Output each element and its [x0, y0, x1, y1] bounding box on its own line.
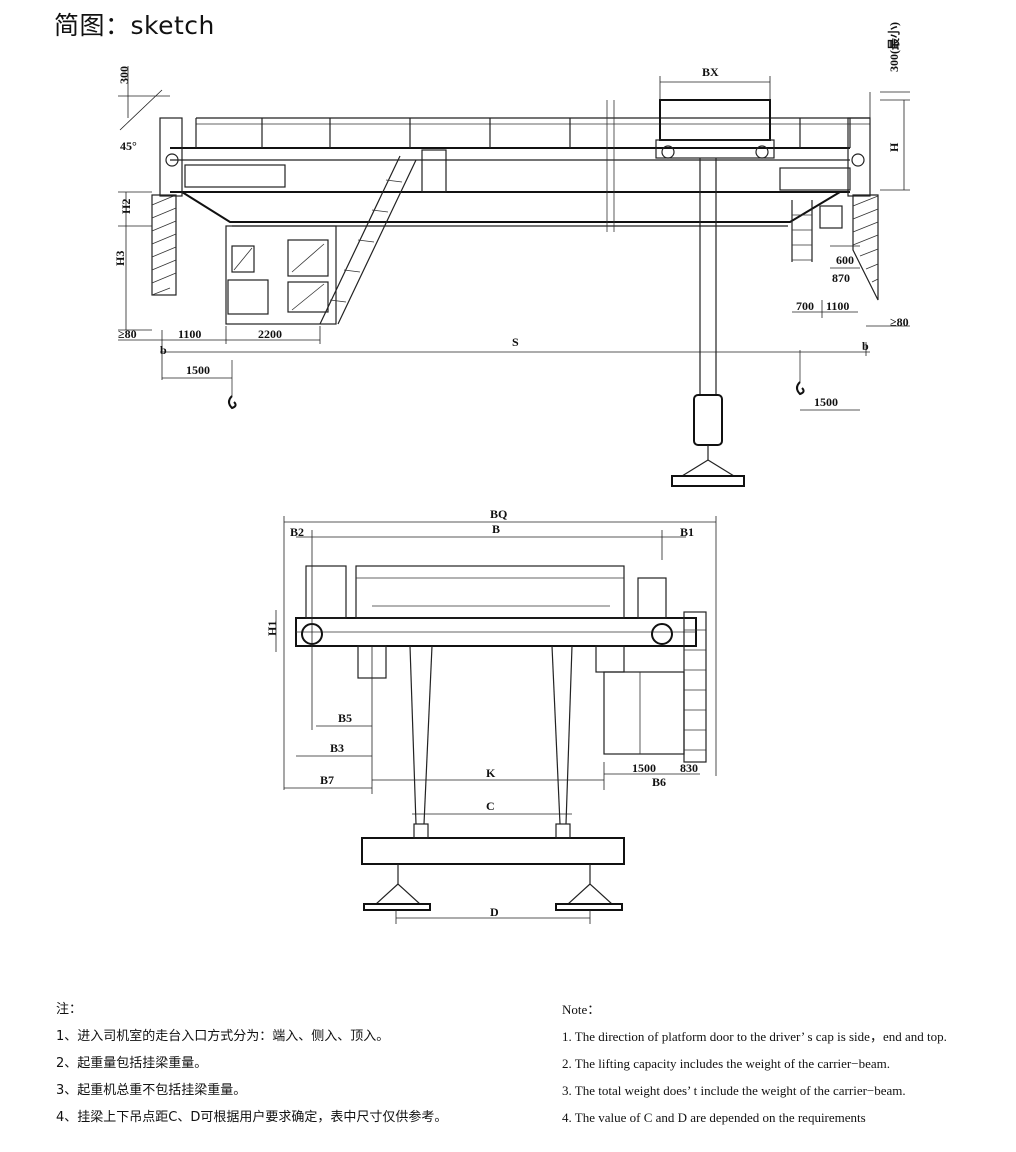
notes-en-item: 1. The direction of platform door to the…: [562, 1029, 947, 1044]
dim-300-left: 300: [117, 66, 131, 84]
dim-700: 700: [796, 299, 814, 313]
dim-b6: B6: [652, 775, 666, 789]
dim-45: 45°: [120, 139, 137, 153]
notes-zh-heading: 注：: [56, 1002, 83, 1017]
dim-bx: BX: [702, 65, 719, 79]
hook-left: [228, 360, 237, 410]
side-view: BQ B B2 B1 H1 B5 B3 B7 K B6 1500 830 C D: [265, 507, 717, 924]
dim-b1: B1: [680, 525, 694, 539]
dim-1500-left: 1500: [186, 363, 210, 377]
dim-h2: H2: [119, 199, 133, 214]
hook-right: [796, 350, 805, 396]
main-hook: [671, 158, 745, 487]
dim-1100-left: 1100: [178, 327, 201, 341]
notes-en-item: 3. The total weight does’ t include the …: [562, 1083, 906, 1098]
dim-1500-right: 1500: [814, 395, 838, 409]
driver-cab: [225, 225, 337, 325]
dim-h: H: [887, 142, 901, 152]
dim-830: 830: [680, 761, 698, 775]
stair: [319, 155, 417, 325]
dim-600: 600: [836, 253, 854, 267]
notes-english: Note： 1. The direction of platform door …: [562, 996, 947, 1131]
dim-b-right: b: [862, 339, 869, 353]
dim-b5: B5: [338, 711, 352, 725]
dim-b3: B3: [330, 741, 344, 755]
notes-zh-item: 1、进入司机室的走台入口方式分为：端入、侧入、顶入。: [56, 1029, 390, 1044]
dim-bq: BQ: [490, 507, 507, 521]
dim-b-left: b: [160, 343, 167, 357]
dim-1500: 1500: [632, 761, 656, 775]
dim-s: S: [512, 335, 519, 349]
dim-ge80-left: ≥80: [118, 327, 137, 341]
front-view: 300 45° H2 H3 BX 300(最小) H 600 870 700 1…: [113, 22, 910, 487]
notes-en-item: 2. The lifting capacity includes the wei…: [562, 1056, 890, 1071]
dim-2200: 2200: [258, 327, 282, 341]
notes-en-item: 4. The value of C and D are depended on …: [562, 1110, 866, 1125]
front-dimensions: [118, 66, 910, 411]
dim-b: B: [492, 522, 500, 536]
page-title: 简图：sketch: [54, 11, 215, 40]
main-girder: [159, 100, 871, 232]
right-ladder: [791, 200, 843, 262]
dim-h3: H3: [113, 251, 127, 266]
notes-zh-item: 3、起重机总重不包括挂梁重量。: [56, 1083, 247, 1098]
notes-zh-item: 4、挂梁上下吊点距C、D可根据用户要求确定，表中尺寸仅供参考。: [56, 1110, 448, 1125]
left-column: [151, 194, 177, 296]
dim-b2: B2: [290, 525, 304, 539]
notes-chinese: 注： 1、进入司机室的走台入口方式分为：端入、侧入、顶入。 2、起重量包括挂梁重…: [56, 996, 447, 1131]
dim-d: D: [490, 905, 499, 919]
dim-k: K: [486, 766, 496, 780]
dim-1100-right: 1100: [826, 299, 849, 313]
dim-870: 870: [832, 271, 850, 285]
right-column: [852, 194, 879, 301]
notes-zh-item: 2、起重量包括挂梁重量。: [56, 1056, 208, 1071]
trolley: [655, 99, 775, 159]
dim-300-right: 300(最小): [886, 22, 901, 72]
notes-en-heading: Note：: [562, 1002, 601, 1017]
dim-c: C: [486, 799, 495, 813]
dim-h1: H1: [265, 621, 279, 636]
dim-ge80-right: ≥80: [890, 315, 909, 329]
dim-b7: B7: [320, 773, 334, 787]
crane-sketch-drawing: 300 45° H2 H3 BX 300(最小) H 600 870 700 1…: [113, 22, 910, 924]
